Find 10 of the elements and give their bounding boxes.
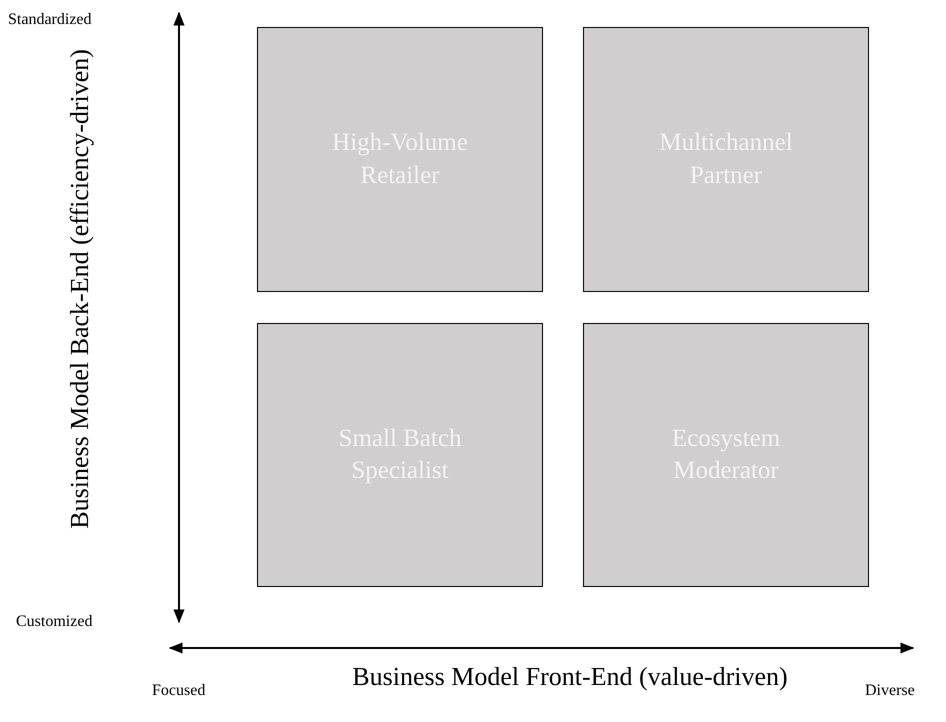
axis-end-label: Focused [152,681,206,701]
axis-title: Business Model Back-End (efficiency-driven) [64,48,96,531]
quadrant-box [257,27,543,292]
quadrant-box [583,323,869,587]
quadrant-box [583,27,869,292]
axis-end-label: Customized [16,612,92,632]
quadrant-box [257,323,543,587]
axis-end-label: Standardized [8,10,92,30]
axis-title: Business Model Front-End (value-driven) [351,661,789,693]
axis-end-label: Diverse [865,681,915,701]
